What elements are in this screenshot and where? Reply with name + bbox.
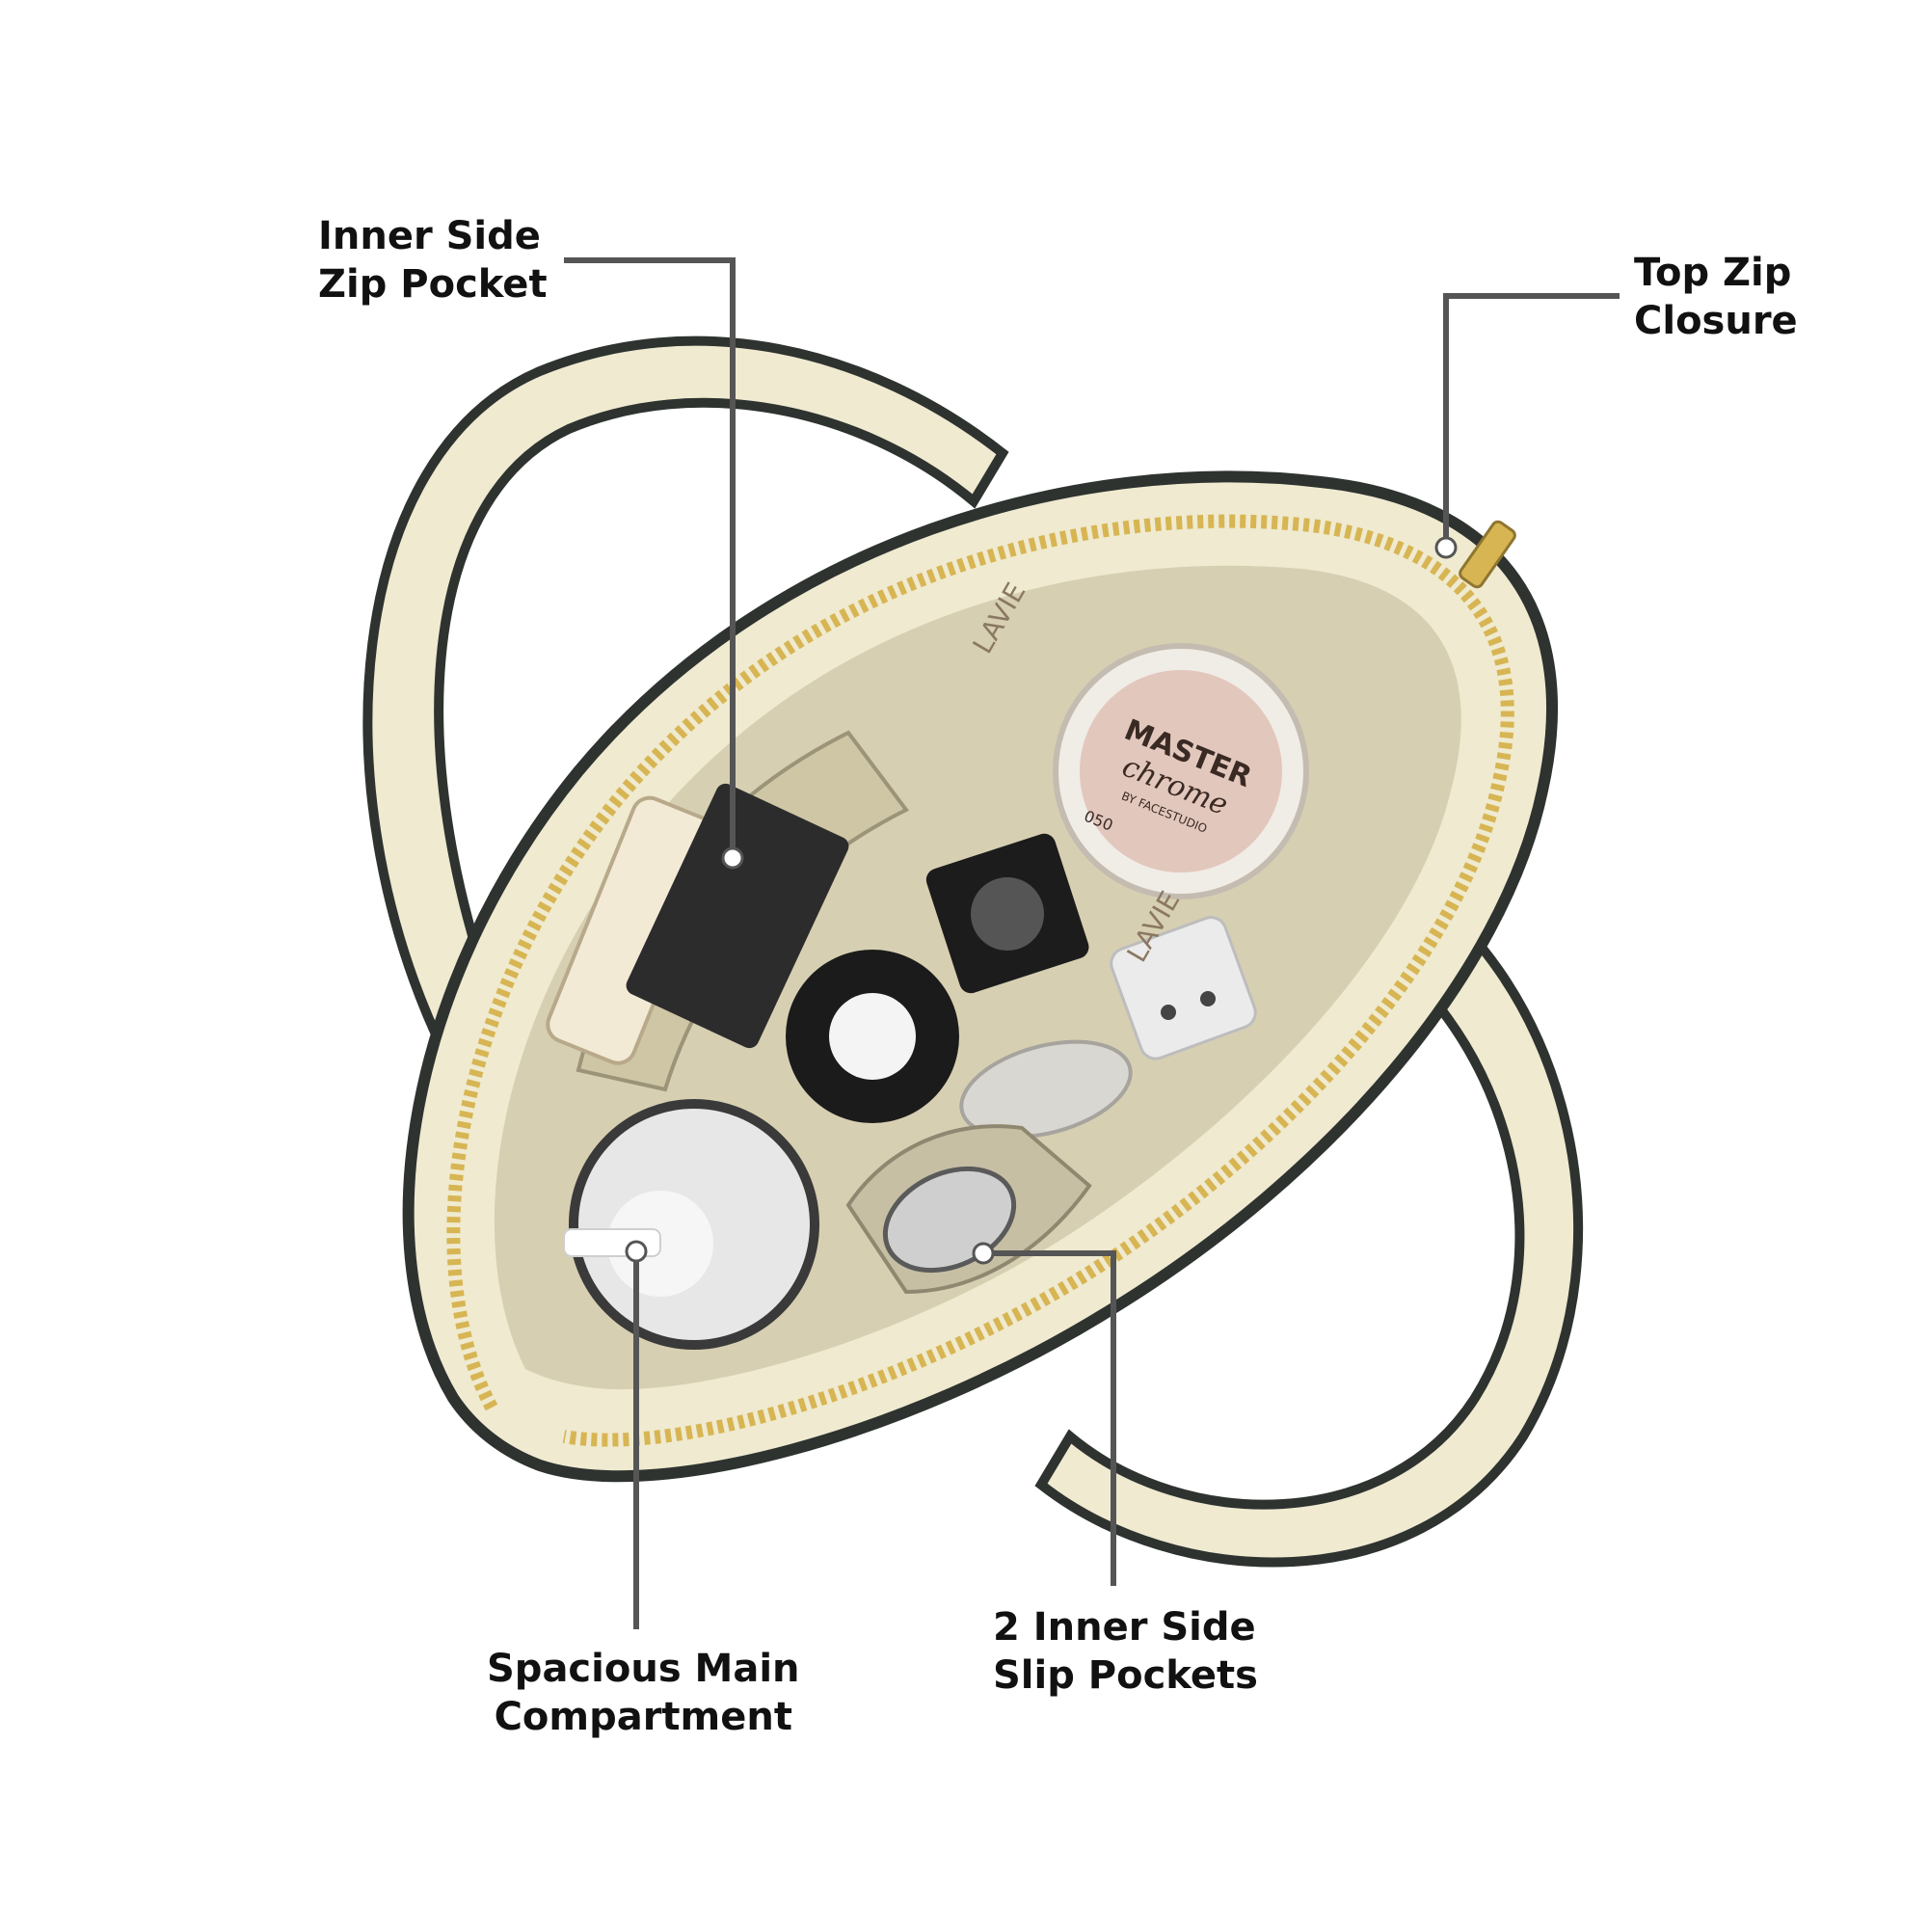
card-holder [626, 783, 849, 1049]
round-jar-lid [829, 993, 916, 1080]
square-compact-mirror [971, 877, 1044, 951]
callout-spacious-main-compartment: Spacious Main Compartment [487, 1645, 800, 1741]
leader-dot-slip [972, 1242, 995, 1265]
callout-top-zip-closure: Top Zip Closure [1634, 249, 1798, 345]
leader-slip-pockets [983, 1250, 1116, 1586]
adapter-pin-left [1161, 1005, 1176, 1020]
callout-line: Zip Pocket [318, 262, 548, 307]
callout-inner-side-zip-pocket: Inner Side Zip Pocket [318, 212, 548, 309]
leader-inner-zip-pocket [564, 257, 736, 853]
metal-tin [959, 1039, 1133, 1140]
zip-pull [1459, 520, 1516, 589]
leader-dot-main [625, 1240, 648, 1263]
handbag-handle-front [1034, 861, 1584, 1568]
callout-line: Closure [1634, 299, 1798, 343]
callout-inner-side-slip-pockets: 2 Inner Side Slip Pockets [993, 1603, 1258, 1700]
top-zip-track [446, 514, 1514, 1447]
callout-line: Compartment [494, 1695, 792, 1739]
leader-dot-top-zip [1434, 536, 1458, 559]
handbag-handle-back [362, 335, 1009, 1058]
leader-top-zip [1443, 293, 1620, 545]
callout-line: 2 Inner Side [993, 1605, 1256, 1650]
adapter-pin-right [1200, 991, 1216, 1006]
callout-line: Top Zip [1634, 251, 1792, 295]
leader-dot-inner-zip [721, 846, 744, 870]
callout-line: Inner Side [318, 214, 541, 258]
highlighter-pan [1080, 670, 1282, 872]
callout-line: Spacious Main [487, 1647, 800, 1691]
travel-adapter [1110, 916, 1257, 1060]
callout-line: Slip Pockets [993, 1653, 1258, 1698]
